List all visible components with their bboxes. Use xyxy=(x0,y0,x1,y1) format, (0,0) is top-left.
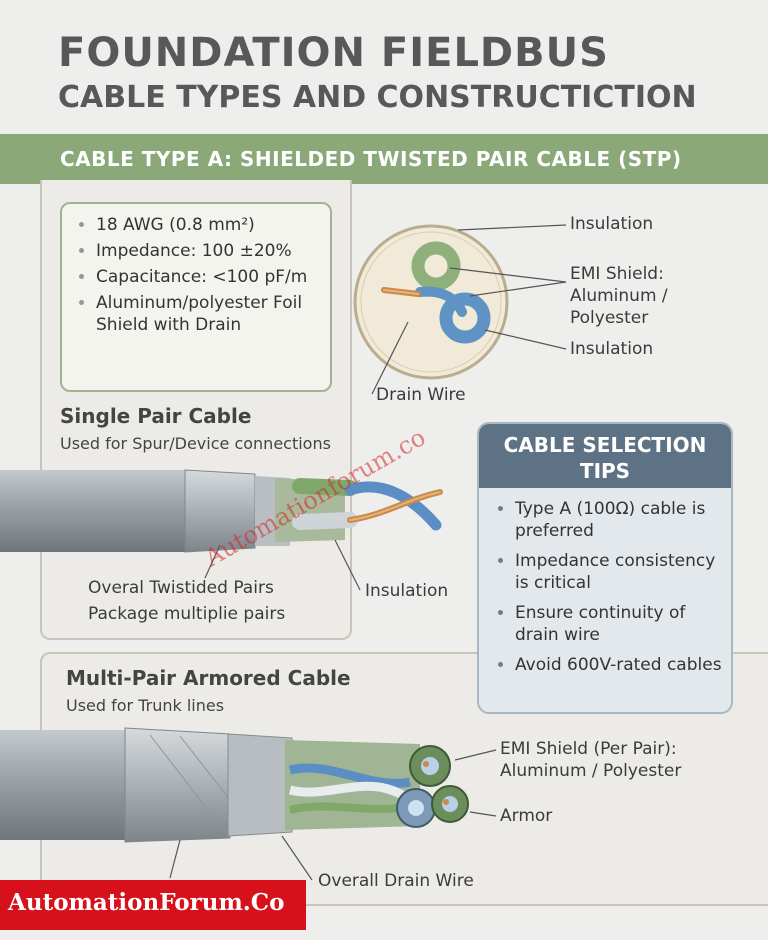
green-conductor xyxy=(411,241,461,291)
section-band: CABLE TYPE A: SHIELDED TWISTED PAIR CABL… xyxy=(0,134,768,184)
package-pairs-label: Package multiplie pairs xyxy=(88,604,286,624)
spec-item: Aluminum/polyester Foil Shield with Drai… xyxy=(96,292,322,336)
insulation-label-top: Insulation xyxy=(570,214,654,234)
emi-shield-label: EMI Shield: Aluminum / Polyester xyxy=(570,264,668,328)
multi-pair-cable xyxy=(0,727,497,881)
armor-label: Armor xyxy=(500,806,553,826)
tip-item: Ensure continuity of drain wire xyxy=(515,602,725,646)
cable-selection-tips: CABLE SELECTION TIPS Type A (100Ω) cable… xyxy=(477,422,733,714)
overall-drain-label: Overall Drain Wire xyxy=(318,871,474,891)
tip-item: Impedance consistency is critical xyxy=(515,550,725,594)
section-band-label: CABLE TYPE A: SHIELDED TWISTED PAIR CABL… xyxy=(60,147,682,171)
page-subtitle: CABLE TYPES AND CONSTRUCTICTION xyxy=(58,80,697,115)
tip-item: Type A (100Ω) cable is preferred xyxy=(515,498,725,542)
insulation-label-bottom: Insulation xyxy=(570,339,654,359)
single-pair-subheading: Used for Spur/Device connections xyxy=(60,434,331,453)
blue-pair-wire xyxy=(344,481,442,531)
blue-conductor xyxy=(439,292,491,344)
brand-logo: AutomationForum.Co xyxy=(0,880,306,930)
spec-item: Impedance: 100 ±20% xyxy=(96,240,322,262)
overall-pairs-label: Overal Twistided Pairs xyxy=(88,578,274,598)
cross-section-diagram xyxy=(353,224,567,395)
drain-wire-label: Drain Wire xyxy=(376,385,466,405)
brand-logo-text: AutomationForum.Co xyxy=(8,889,285,916)
single-pair-heading: Single Pair Cable xyxy=(60,404,252,428)
single-pair-cable xyxy=(0,469,443,591)
tips-heading: CABLE SELECTION TIPS xyxy=(479,424,731,488)
insulation-label-single: Insulation xyxy=(365,581,449,601)
tip-item: Avoid 600V-rated cables xyxy=(515,654,725,676)
spec-box: 18 AWG (0.8 mm²) Impedance: 100 ±20% Cap… xyxy=(60,202,332,392)
spec-item: 18 AWG (0.8 mm²) xyxy=(96,214,322,236)
page-title: FOUNDATION FIELDBUS xyxy=(58,30,609,76)
multi-pair-subheading: Used for Trunk lines xyxy=(66,696,225,715)
spec-item: Capacitance: <100 pF/m xyxy=(96,266,322,288)
emi-per-pair-label: EMI Shield (Per Pair): Aluminum / Polyes… xyxy=(500,739,682,781)
multi-pair-heading: Multi-Pair Armored Cable xyxy=(66,666,351,690)
